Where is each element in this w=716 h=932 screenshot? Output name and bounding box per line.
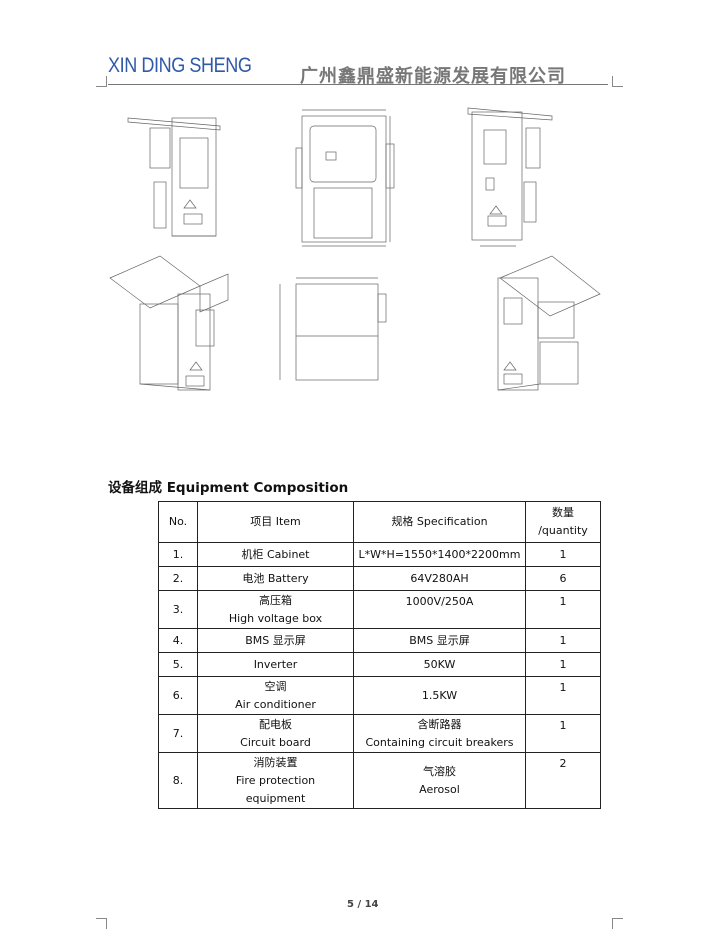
row-item-line: 消防装置 — [253, 755, 298, 769]
row-no: 1. — [158, 542, 198, 567]
row-qty: 1 — [525, 590, 601, 629]
row-item: 电池 Battery — [197, 566, 354, 591]
row-qty: 1 — [525, 714, 601, 753]
row-item: 消防装置 Fire protection equipment — [197, 752, 354, 809]
row-spec-line: 含断路器 — [417, 717, 462, 731]
header-rule — [108, 84, 608, 85]
margin-corner-br — [612, 918, 623, 929]
table-row: 3. 高压箱 High voltage box 1000V/250A 1 — [158, 590, 601, 629]
header-qty: 数量 /quantity — [525, 501, 601, 543]
table-row: 7. 配电板 Circuit board 含断路器 Containing cir… — [158, 714, 601, 753]
row-qty: 2 — [525, 752, 601, 809]
row-spec: 64V280AH — [353, 566, 526, 591]
row-spec: 1.5KW — [353, 676, 526, 715]
row-spec: 1000V/250A — [353, 590, 526, 629]
header-no: No. — [158, 501, 198, 543]
header-spec: 规格 Specification — [353, 501, 526, 543]
row-item-line: Fire protection — [235, 773, 316, 787]
row-item: BMS 显示屏 — [197, 628, 354, 653]
row-no: 7. — [158, 714, 198, 753]
row-spec: 气溶胶 Aerosol — [353, 752, 526, 809]
table-row: 1. 机柜 Cabinet L*W*H=1550*1400*2200mm 1 — [158, 542, 601, 567]
row-item: 机柜 Cabinet — [197, 542, 354, 567]
row-spec-line: 气溶胶 — [423, 764, 456, 778]
company-logo: XIN DING SHENG — [108, 54, 252, 77]
row-item-line: 配电板 — [259, 717, 292, 731]
table-row: 2. 电池 Battery 64V280AH 6 — [158, 566, 601, 591]
row-qty: 1 — [525, 628, 601, 653]
row-qty: 1 — [525, 652, 601, 677]
section-title: 设备组成 Equipment Composition — [108, 480, 349, 496]
row-spec: L*W*H=1550*1400*2200mm — [353, 542, 526, 567]
margin-corner-tr — [612, 76, 623, 87]
row-item-line: 空调 — [264, 679, 287, 693]
table-row: 4. BMS 显示屏 BMS 显示屏 1 — [158, 628, 601, 653]
row-item: Inverter — [197, 652, 354, 677]
equipment-table: No. 项目 Item 规格 Specification 数量 /quantit… — [158, 501, 601, 809]
front-view-drawing — [295, 109, 395, 247]
row-item-line: equipment — [245, 791, 306, 805]
row-no: 5. — [158, 652, 198, 677]
row-item: 配电板 Circuit board — [197, 714, 354, 753]
table-header-row: No. 项目 Item 规格 Specification 数量 /quantit… — [158, 501, 601, 543]
right-view-drawing — [467, 107, 553, 247]
left-iso-drawing — [109, 255, 229, 391]
page-number: 5 / 14 — [347, 899, 379, 910]
row-item-line: 高压箱 — [259, 593, 292, 607]
cabinet-drawings — [109, 107, 601, 391]
row-item: 高压箱 High voltage box — [197, 590, 354, 629]
row-item-line: High voltage box — [228, 611, 323, 625]
table-row: 8. 消防装置 Fire protection equipment 气溶胶 Ae… — [158, 752, 601, 809]
table-row: 6. 空调 Air conditioner 1.5KW 1 — [158, 676, 601, 715]
row-no: 4. — [158, 628, 198, 653]
row-no: 8. — [158, 752, 198, 809]
row-no: 2. — [158, 566, 198, 591]
margin-corner-bl — [96, 918, 107, 929]
margin-corner-tl — [96, 76, 107, 87]
row-item: 空调 Air conditioner — [197, 676, 354, 715]
row-spec: 含断路器 Containing circuit breakers — [353, 714, 526, 753]
company-name: 广州鑫鼎盛新能源发展有限公司 — [300, 66, 566, 87]
right-iso-drawing — [497, 255, 601, 391]
row-qty: 1 — [525, 676, 601, 715]
row-item-line: Circuit board — [240, 735, 311, 749]
row-qty: 1 — [525, 542, 601, 567]
row-spec-line: Aerosol — [419, 782, 460, 796]
row-no: 3. — [158, 590, 198, 629]
header-item: 项目 Item — [197, 501, 354, 543]
row-spec: BMS 显示屏 — [353, 628, 526, 653]
table-row: 5. Inverter 50KW 1 — [158, 652, 601, 677]
row-qty: 6 — [525, 566, 601, 591]
row-spec: 50KW — [353, 652, 526, 677]
top-view-drawing — [279, 277, 387, 381]
row-item-line: Air conditioner — [235, 697, 316, 711]
row-no: 6. — [158, 676, 198, 715]
left-view-drawing — [127, 117, 221, 237]
row-spec-line: Containing circuit breakers — [365, 735, 514, 749]
